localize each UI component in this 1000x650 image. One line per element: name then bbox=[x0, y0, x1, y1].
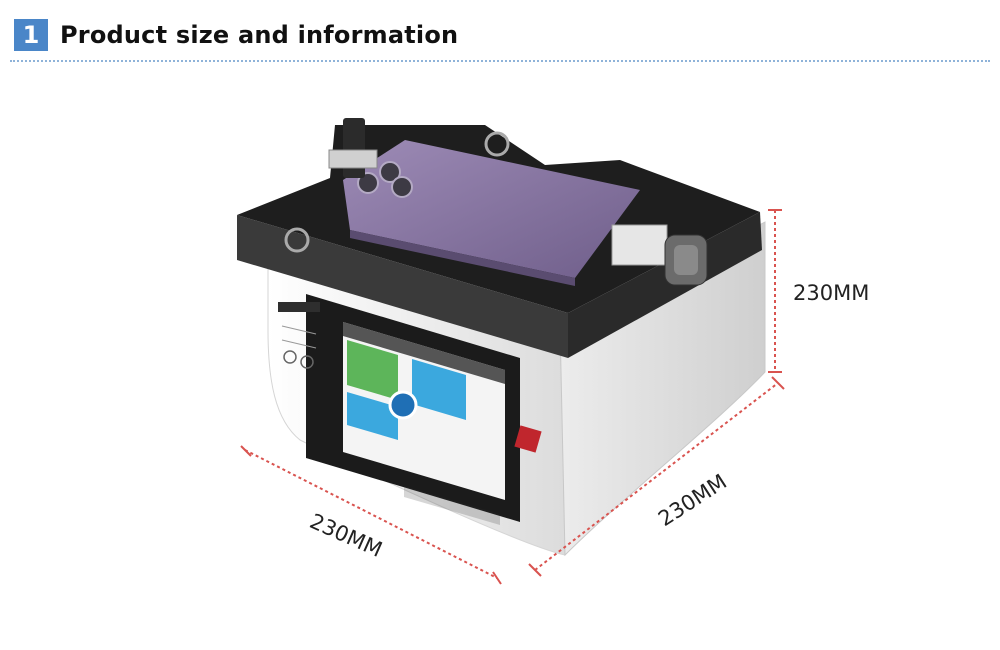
phone-under-test bbox=[343, 140, 640, 286]
clamp-post-icon bbox=[328, 118, 378, 178]
side-depth-dimension-line bbox=[528, 376, 785, 577]
section-header: 1 Product size and information bbox=[0, 0, 1000, 70]
height-label: 230MM bbox=[793, 281, 870, 305]
section-title: Product size and information bbox=[60, 21, 459, 49]
step-badge: 1 bbox=[14, 19, 48, 51]
brand-logo bbox=[514, 425, 542, 453]
touch-screen bbox=[306, 294, 520, 525]
header-divider bbox=[10, 60, 990, 62]
feature-panel bbox=[278, 302, 320, 369]
key-ring-icon bbox=[284, 131, 510, 253]
clamp-knob-icon bbox=[611, 224, 708, 286]
height-dimension-line bbox=[768, 209, 782, 373]
front-width-dimension-line bbox=[240, 445, 502, 585]
